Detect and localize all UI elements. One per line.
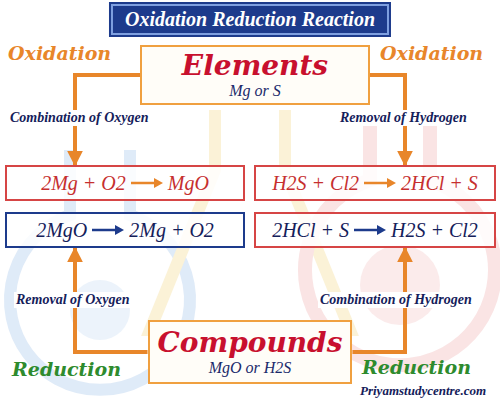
box-heading: Elements [182, 50, 328, 82]
equation-side: H2S + Cl2 [272, 171, 359, 195]
change-label: Removal of Oxygen [14, 292, 132, 308]
title-banner: Oxidation Reduction Reaction [111, 4, 389, 35]
change-label: Combination of Oxygen [8, 110, 150, 126]
process-label: Oxidation [380, 42, 483, 64]
watermark: Priyamstudycentre.com [360, 383, 486, 399]
category-box: ElementsMg or S [140, 45, 370, 105]
process-label: Reduction [362, 356, 471, 378]
change-label: Combination of Hydrogen [318, 292, 474, 308]
equation-box: 2Mg + O2 MgO [5, 165, 245, 201]
reaction-arrow [91, 223, 125, 237]
equation-box: H2S + Cl2 2HCl + S [254, 165, 496, 201]
equation-box: 2MgO 2Mg + O2 [5, 212, 245, 248]
equation-side: MgO [168, 171, 209, 195]
reaction-arrow [363, 176, 397, 190]
equation-side: 2Mg + O2 [129, 218, 214, 242]
equation-side: H2S + Cl2 [391, 218, 478, 242]
box-example: MgO or H2S [209, 359, 292, 377]
equation-side: 2MgO [36, 218, 87, 242]
equation-side: 2HCl + S [401, 171, 478, 195]
change-label: Removal of Hydrogen [338, 110, 469, 126]
reaction-arrow [353, 223, 387, 237]
box-heading: Compounds [158, 327, 343, 359]
equation-box: 2HCl + S H2S + Cl2 [254, 212, 496, 248]
equation-side: 2HCl + S [272, 218, 349, 242]
equation-side: 2Mg + O2 [41, 171, 126, 195]
process-label: Reduction [12, 358, 121, 380]
process-label: Oxidation [8, 42, 111, 64]
reaction-arrow [130, 176, 164, 190]
category-box: CompoundsMgO or H2S [148, 320, 353, 384]
box-example: Mg or S [229, 82, 281, 100]
